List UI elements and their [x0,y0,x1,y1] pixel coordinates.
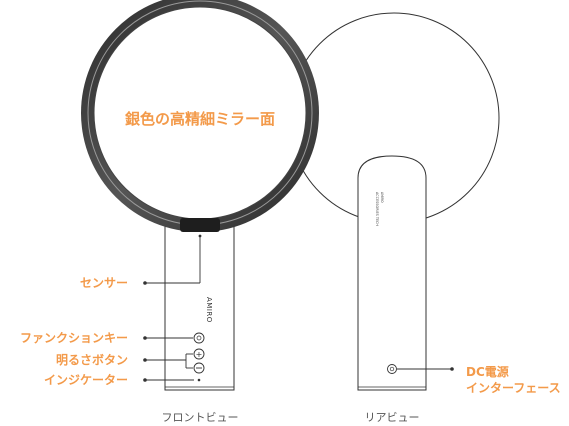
plus-icon: + [196,350,203,359]
rear-stand-tagline: ACCESSORIES TECH [375,192,379,226]
function-key [193,332,205,344]
sensor-label: センサー [80,276,128,290]
front-brand-text: AMIRO [205,297,213,323]
function-key-label: ファンクションキー [20,331,128,345]
front-view-caption: フロントビュー [162,411,239,424]
rear-view: AMIRO ACCESSORIES TECH DC電源 インターフェース リアビ… [288,12,561,424]
dc-power-port-inner [389,366,395,372]
sensor-window [180,218,220,232]
dc-power-label-line1: DC電源 [466,364,509,379]
brightness-plus-button [193,348,205,360]
rear-view-caption: リアビュー [365,411,420,424]
front-view: 銀色の高精細ミラー面 AMIRO センサー ファンクションキー + 明るさボタン… [20,0,319,424]
rear-stand [357,155,427,391]
indicator-light [197,378,201,382]
mirror-label: 銀色の高精細ミラー面 [125,110,275,128]
indicator-label: インジケーター [44,373,128,387]
brightness-button-label: 明るさボタン [56,352,128,367]
rear-stand-brand: AMIRO [380,192,384,203]
dc-power-label-line2: インターフェース [466,381,561,395]
rear-stand-text: AMIRO ACCESSORIES TECH [375,192,384,226]
